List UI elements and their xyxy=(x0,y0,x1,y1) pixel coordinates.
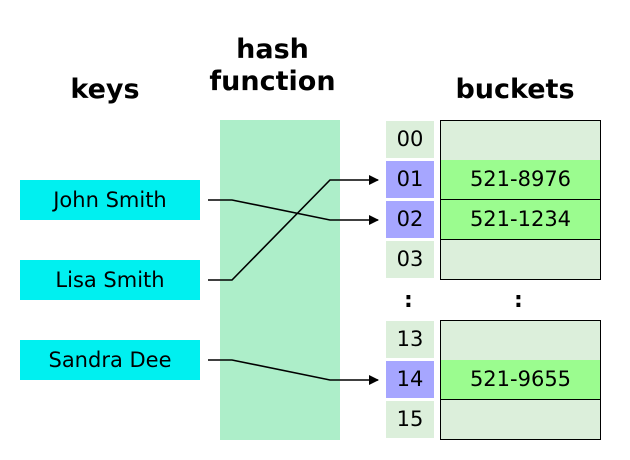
key-john-smith: John Smith xyxy=(20,180,200,220)
arrow-john-smith-to-02 xyxy=(208,199,379,225)
index-14: 14 xyxy=(386,361,434,398)
index-13: 13 xyxy=(386,321,434,358)
hash-header-line1: hash xyxy=(236,34,309,65)
bucket-02: 521-1234 xyxy=(440,200,601,240)
arrow-sandra-dee-to-14 xyxy=(208,359,379,385)
index-01: 01 xyxy=(386,161,434,198)
hash-function-band xyxy=(220,120,340,440)
bucket-15 xyxy=(440,400,601,440)
bucket-01: 521-8976 xyxy=(440,160,601,200)
arrow-lisa-smith-to-01 xyxy=(208,175,379,281)
bucket-03 xyxy=(440,240,601,280)
bucket-13 xyxy=(440,320,601,361)
hash-function-header: hash function xyxy=(190,34,355,98)
index-00: 00 xyxy=(386,121,434,158)
keys-header: keys xyxy=(70,74,140,105)
index-03: 03 xyxy=(386,241,434,278)
index-02: 02 xyxy=(386,201,434,238)
bucket-ellipsis: : xyxy=(514,288,523,313)
key-sandra-dee: Sandra Dee xyxy=(20,340,200,380)
index-ellipsis: : xyxy=(404,288,413,313)
key-lisa-smith: Lisa Smith xyxy=(20,260,200,300)
hash-header-line2: function xyxy=(209,66,336,97)
index-15: 15 xyxy=(386,401,434,438)
buckets-header: buckets xyxy=(455,74,575,105)
bucket-00 xyxy=(440,120,601,161)
bucket-14: 521-9655 xyxy=(440,360,601,400)
